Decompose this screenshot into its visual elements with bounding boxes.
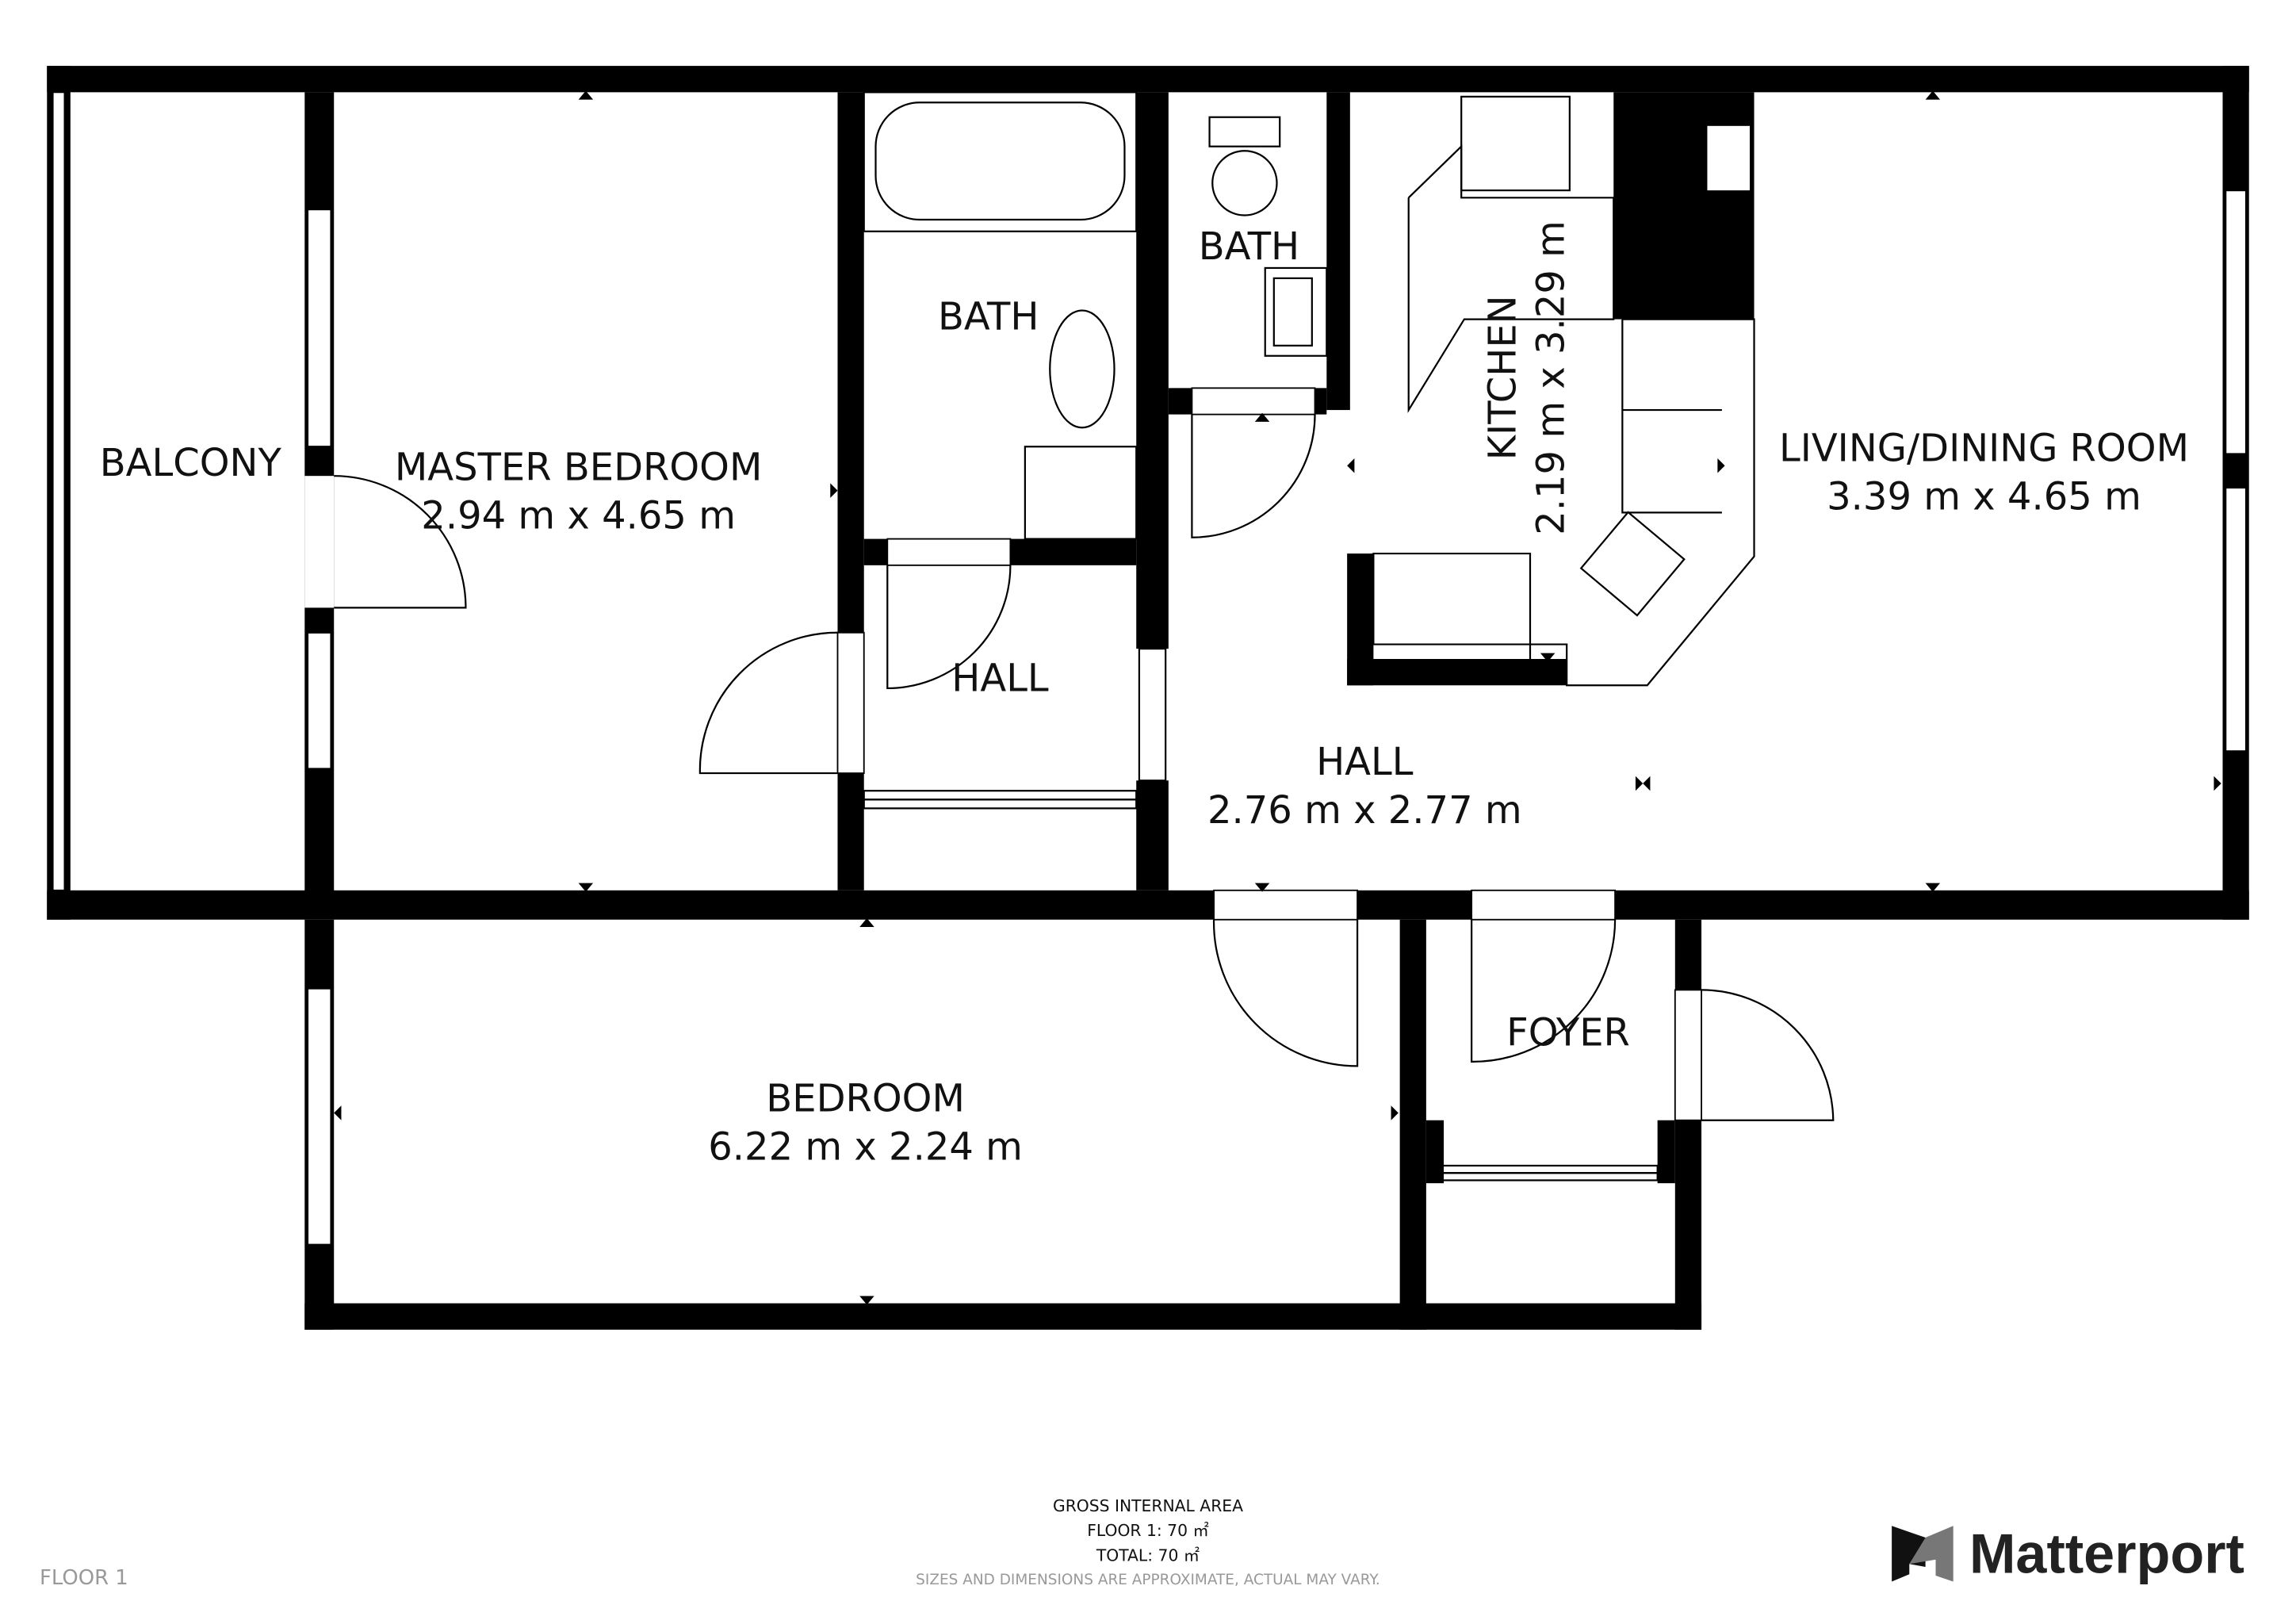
room-size-kitchen: 2.19 m x 3.29 m: [1529, 220, 1573, 535]
disclaimer: SIZES AND DIMENSIONS ARE APPROXIMATE, AC…: [916, 1572, 1380, 1588]
total-area: TOTAL: 70 ㎡: [1096, 1546, 1200, 1565]
room-name-bedroom: BEDROOM: [766, 1077, 965, 1121]
floor-label: FLOOR 1: [40, 1566, 128, 1590]
room-size-bedroom: 6.22 m x 2.24 m: [708, 1125, 1023, 1170]
gross-area-title: GROSS INTERNAL AREA: [1053, 1496, 1243, 1515]
room-size-hall: 2.76 m x 2.77 m: [1207, 788, 1522, 833]
matterport-logo-icon: [1892, 1526, 1954, 1582]
room-name-balcony: BALCONY: [100, 441, 282, 485]
room-name-bath-2: BATH: [1199, 224, 1299, 269]
room-name-hall-small: HALL: [951, 657, 1049, 701]
matterport-brand: Matterport: [1969, 1522, 2244, 1584]
windows: [306, 189, 2248, 1246]
room-size-master-bedroom: 2.94 m x 4.65 m: [421, 494, 736, 538]
room-name-bath: BATH: [938, 295, 1039, 339]
footer: GROSS INTERNAL AREA FLOOR 1: 70 ㎡ TOTAL:…: [40, 1496, 2244, 1590]
doors: [304, 387, 1835, 1182]
fixtures: [863, 91, 1755, 687]
room-name-hall: HALL: [1316, 740, 1414, 784]
dimension-markers: [334, 90, 2221, 1305]
room-name-living-dining: LIVING/DINING ROOM: [1779, 427, 2189, 471]
room-name-master-bedroom: MASTER BEDROOM: [395, 446, 763, 490]
room-size-living-dining: 3.39 m x 4.65 m: [1827, 475, 2141, 519]
room-name-kitchen: KITCHEN: [1481, 295, 1525, 460]
room-labels: BALCONY MASTER BEDROOM 2.94 m x 4.65 m B…: [100, 220, 2189, 1169]
floor-area: FLOOR 1: 70 ㎡: [1087, 1521, 1209, 1540]
room-name-foyer: FOYER: [1506, 1011, 1630, 1055]
